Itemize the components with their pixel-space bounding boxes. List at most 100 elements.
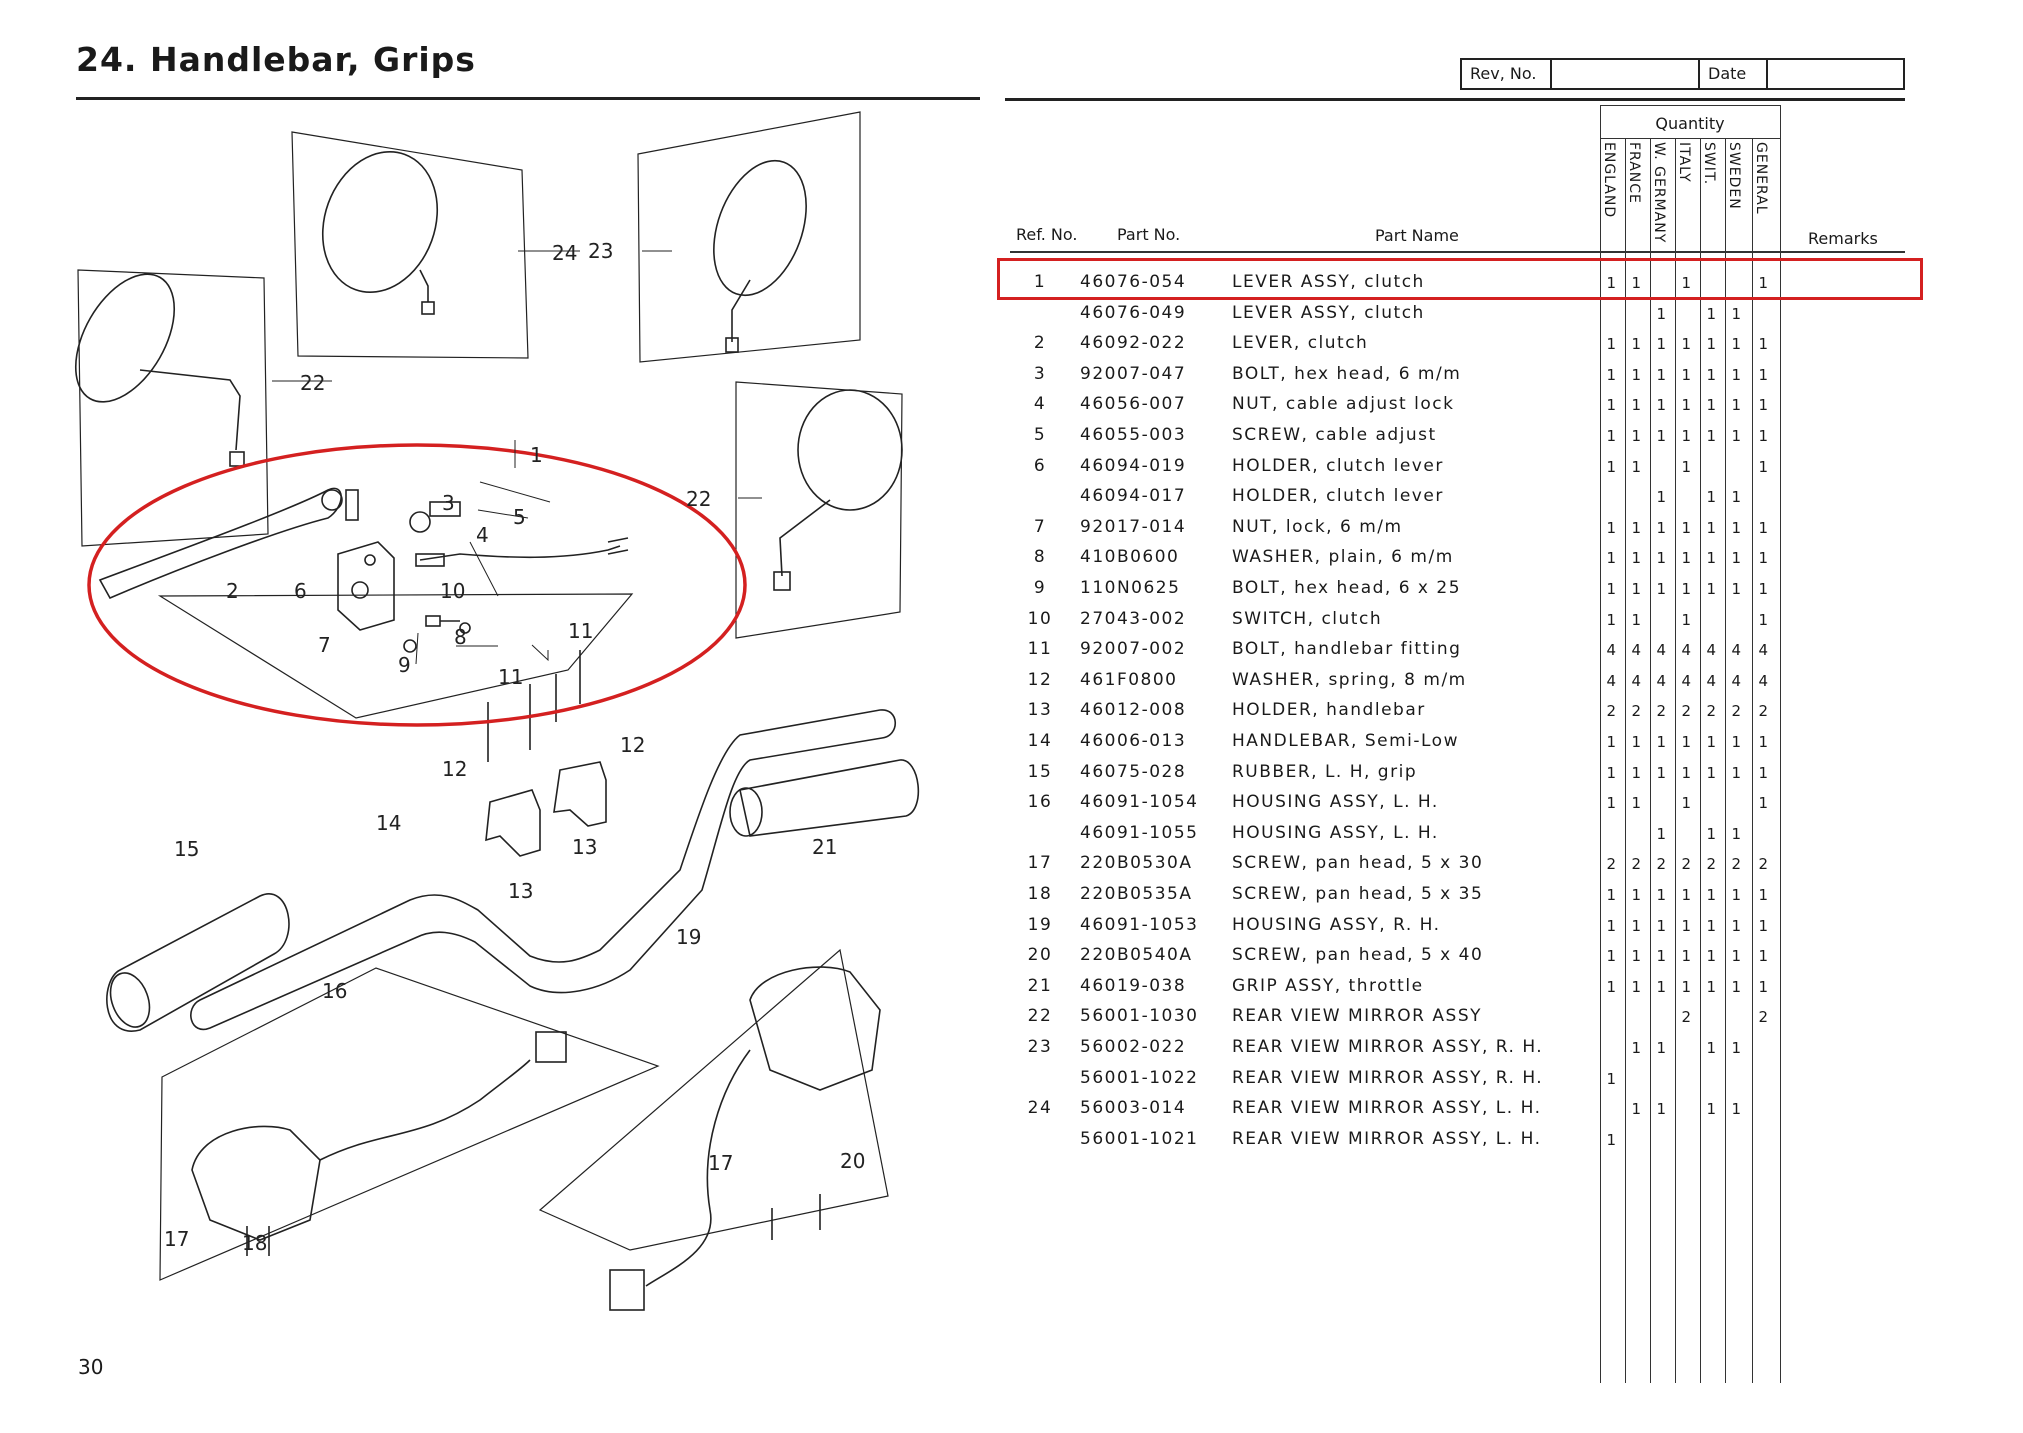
part-no-cell: 46076-054: [1080, 272, 1187, 292]
quantity-cell: 1: [1631, 427, 1643, 445]
quantity-cell: 1: [1681, 886, 1693, 904]
ref-no-cell: 1: [1033, 272, 1047, 292]
mirror-22-right-icon: [773, 389, 903, 591]
quantity-cell: 1: [1706, 427, 1718, 445]
part-no-cell: 56001-1022: [1080, 1067, 1199, 1088]
ref-no-cell: 18: [1027, 884, 1053, 904]
quantity-cell: 1: [1731, 396, 1743, 415]
part-name-cell: REAR VIEW MIRROR ASSY, R. H.: [1232, 1037, 1544, 1057]
callout-10: 10: [440, 579, 465, 603]
part-name-cell: HOLDER, clutch lever: [1232, 455, 1444, 476]
quantity-cell: 1: [1631, 794, 1643, 813]
quantity-cell: 1: [1758, 518, 1770, 537]
quantity-cell: 1: [1631, 365, 1643, 384]
part-name-cell: HOUSING ASSY, R. H.: [1232, 914, 1441, 935]
quantity-cell: 1: [1606, 763, 1618, 782]
quantity-cell: 1: [1706, 335, 1718, 354]
ref-no-cell: 5: [1033, 425, 1047, 445]
quantity-column-line: [1725, 138, 1726, 1383]
part-name-header: Part Name: [1375, 226, 1459, 245]
revision-box: Rev, No. Date: [1460, 58, 1905, 90]
part-name-cell: NUT, cable adjust lock: [1232, 394, 1455, 415]
quantity-cell: 1: [1606, 580, 1618, 598]
quantity-cell: 1: [1758, 763, 1770, 782]
quantity-cell: 1: [1606, 977, 1618, 996]
quantity-cell: 1: [1656, 335, 1668, 354]
quantity-column-line: [1780, 105, 1781, 1383]
quantity-cell: 1: [1706, 518, 1718, 537]
quantity-cell: 1: [1606, 610, 1618, 629]
quantity-cell: 2: [1681, 855, 1693, 874]
adjuster-icon: [345, 489, 461, 533]
callout-13-right: 13: [572, 835, 597, 859]
quantity-cell: 4: [1681, 641, 1693, 660]
part-name-cell: BOLT, hex head, 6 m/m: [1232, 363, 1462, 384]
quantity-cell: 1: [1656, 580, 1668, 598]
quantity-cell: 1: [1656, 1100, 1668, 1119]
quantity-cell: 1: [1631, 335, 1643, 354]
part-no-cell: 46019-038: [1080, 975, 1187, 996]
quantity-cell: 1: [1706, 977, 1718, 996]
quantity-cell: 4: [1656, 671, 1668, 690]
ref-no-cell: 3: [1033, 363, 1047, 384]
quantity-cell: 1: [1758, 947, 1770, 966]
ref-no-cell: 9: [1033, 578, 1047, 598]
quantity-cell: 1: [1731, 763, 1743, 782]
ref-no-cell: 20: [1027, 945, 1053, 966]
quantity-cell: 1: [1706, 304, 1718, 323]
quantity-cell: 1: [1681, 733, 1693, 751]
part-no-cell: 410B0600: [1080, 547, 1180, 568]
quantity-cell: 1: [1631, 947, 1643, 966]
quantity-cell: 1: [1631, 396, 1643, 415]
quantity-cell: 1: [1606, 733, 1618, 751]
right-switch-housing-icon: [609, 966, 881, 1311]
ref-no-cell: 19: [1027, 914, 1053, 935]
quantity-cell: 1: [1631, 457, 1643, 476]
quantity-cell: 1: [1656, 763, 1668, 782]
quantity-cell: 1: [1606, 794, 1618, 813]
ref-no-cell: 14: [1027, 731, 1053, 751]
quantity-cell: 1: [1681, 335, 1693, 354]
quantity-cell: 4: [1731, 671, 1743, 690]
quantity-cell: 1: [1758, 335, 1770, 354]
part-no-cell: 56001-1021: [1080, 1128, 1199, 1149]
quantity-cell: 4: [1706, 671, 1718, 690]
part-no-cell: 46094-017: [1080, 486, 1187, 507]
quantity-cell: 1: [1606, 274, 1618, 292]
quantity-cell: 2: [1606, 702, 1618, 721]
quantity-cell: 1: [1656, 518, 1668, 537]
quantity-cell: 2: [1656, 702, 1668, 721]
callout-17-left: 17: [164, 1227, 189, 1251]
part-no-cell: 220B0540A: [1080, 945, 1193, 966]
part-no-header: Part No.: [1117, 225, 1181, 244]
quantity-cell: 2: [1681, 1008, 1693, 1027]
quantity-cell: 1: [1656, 304, 1668, 323]
callout-9: 9: [398, 653, 411, 677]
part-name-cell: GRIP ASSY, throttle: [1232, 975, 1424, 996]
quantity-cell: 1: [1656, 886, 1668, 904]
quantity-cell: 1: [1606, 427, 1618, 445]
ref-no-cell: 8: [1033, 547, 1047, 568]
quantity-cell: 1: [1681, 457, 1693, 476]
quantity-cell: 4: [1758, 671, 1770, 690]
header-rule: [1010, 251, 1905, 253]
part-name-cell: BOLT, hex head, 6 x 25: [1232, 578, 1462, 598]
ref-no-cell: 6: [1033, 455, 1047, 476]
quantity-column-line: [1700, 138, 1701, 1383]
quantity-cell: 1: [1606, 886, 1618, 904]
quantity-cell: 1: [1656, 947, 1668, 966]
part-no-cell: 46091-1053: [1080, 914, 1199, 935]
quantity-cell: 1: [1681, 977, 1693, 996]
quantity-cell: 1: [1706, 549, 1718, 568]
part-name-cell: SCREW, pan head, 5 x 40: [1232, 945, 1484, 966]
country-header: ENGLAND: [1601, 142, 1617, 219]
left-grip-icon: [106, 893, 290, 1032]
quantity-cell: 1: [1758, 549, 1770, 568]
callout-12-right: 12: [620, 733, 645, 757]
